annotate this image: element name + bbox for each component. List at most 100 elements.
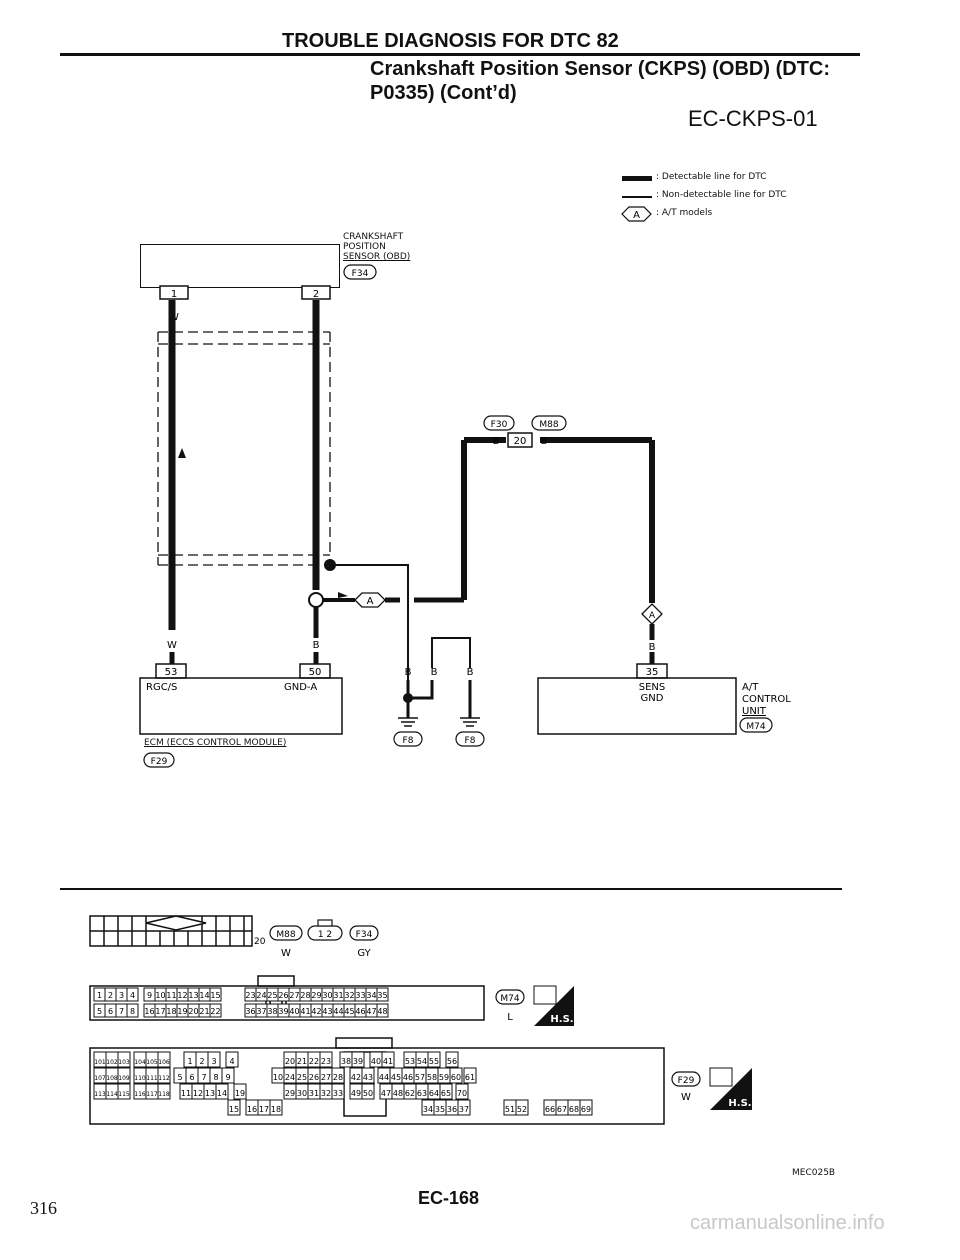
f29-badge: F29 xyxy=(671,1071,701,1087)
f29-pin-label: 16 xyxy=(247,1105,257,1114)
m74-pin-cell xyxy=(126,1003,139,1018)
m74-pin-label: 15 xyxy=(210,991,220,1000)
m74-pin-cell xyxy=(209,987,222,1002)
m74-pin-label: 10 xyxy=(155,991,165,1000)
ground-symbol-2 xyxy=(460,717,480,727)
f29-pin-label: 109 xyxy=(118,1075,130,1082)
f29-pin-cell xyxy=(117,1051,131,1068)
f29-pin-label: 1 xyxy=(187,1057,192,1066)
f29-pin-label: 104 xyxy=(134,1059,146,1066)
ecm-pin-53-text: 53 xyxy=(165,667,178,678)
f29-pin-label: 70 xyxy=(457,1089,467,1098)
at-unit-name-2: CONTROL xyxy=(742,694,791,705)
f29-pin-cell xyxy=(319,1051,333,1068)
f29-pin-label: 2 xyxy=(199,1057,204,1066)
f29-pin-label: 55 xyxy=(429,1057,439,1066)
joint-conn-b-text: M88 xyxy=(539,420,558,430)
f29-pin-cell xyxy=(157,1051,171,1068)
f34-small-connector: 1 2 xyxy=(307,919,343,941)
m74-pin-label: 40 xyxy=(289,1007,299,1016)
f29-pin-label: 60 xyxy=(451,1073,461,1082)
f29-color: W xyxy=(681,1092,691,1103)
f29-pin-label: 47 xyxy=(381,1089,391,1098)
f29-pin-cell xyxy=(449,1067,463,1084)
f29-pin-label: 50 xyxy=(363,1089,373,1098)
ecm-label-gnda: GND-A xyxy=(284,682,317,693)
f29-pin-label: 56 xyxy=(447,1057,457,1066)
f29-pin-label: 59 xyxy=(439,1073,449,1082)
f29-pin-label: 67 xyxy=(557,1105,567,1114)
legend-at-symbol-text: A xyxy=(633,210,640,221)
sensor-pin-2: 2 xyxy=(301,285,331,300)
f29-pin-label: 54 xyxy=(417,1057,427,1066)
m74-pin-label: 5 xyxy=(97,1007,102,1016)
m74-pin-label: 35 xyxy=(377,991,387,1000)
m74-pin-label: 42 xyxy=(311,1007,321,1016)
m88-connector xyxy=(89,915,253,947)
f29-pin-label: 7 xyxy=(201,1073,206,1082)
hs-badge-m74: H.S. xyxy=(533,985,574,1026)
f29-pin-cell xyxy=(207,1051,221,1068)
ecm-name: ECM (ECCS CONTROL MODULE) xyxy=(144,738,287,748)
f29-pin-label: 102 xyxy=(106,1059,118,1066)
m74-pin-label: 36 xyxy=(245,1007,255,1016)
f29-pin-label: 63 xyxy=(417,1089,427,1098)
m74-pin-label: 11 xyxy=(166,991,176,1000)
joint-conn-a: F30 xyxy=(483,415,515,431)
f29-pin-label: 46 xyxy=(403,1073,413,1082)
m74-pin-label: 17 xyxy=(155,1007,165,1016)
sensor-name-1: CRANKSHAFT xyxy=(343,232,404,242)
m74-pin-label: 23 xyxy=(245,991,255,1000)
m74-pin-label: 20 xyxy=(188,1007,198,1016)
f29-pin-label: 21 xyxy=(297,1057,307,1066)
at-unit-name-1: A/T xyxy=(742,682,759,693)
f29-pin-label: 64 xyxy=(429,1089,439,1098)
m74-pin-label: 27 xyxy=(289,991,299,1000)
at-unit-name-3: UNIT xyxy=(742,706,767,717)
sensor-pin-1: 1 xyxy=(159,285,189,300)
legend-at-symbol: A xyxy=(621,206,652,222)
sensor-name-2: POSITION xyxy=(343,242,386,252)
f29-pin-label: 22 xyxy=(309,1057,319,1066)
legend-at-models: : A/T models xyxy=(656,208,713,218)
m74-badge: M74 xyxy=(495,989,525,1005)
wiring-diagram: 1 2 W B A F30 M88 B xyxy=(139,285,791,747)
f29-pin-label: 33 xyxy=(333,1089,343,1098)
f29-pin-label: 108 xyxy=(106,1075,118,1082)
m74-pin-label: 46 xyxy=(355,1007,365,1016)
f29-pin-cell xyxy=(439,1083,453,1100)
f34-small-pins: 1 2 xyxy=(318,930,332,940)
f29-pin-label: 3 xyxy=(211,1057,216,1066)
f29-pin-cell xyxy=(117,1083,131,1100)
f29-pin-label: 114 xyxy=(106,1091,118,1098)
sensor-box xyxy=(140,244,340,288)
f29-pin-cell xyxy=(117,1067,131,1084)
sensor-pin-2-text: 2 xyxy=(313,289,319,300)
f29-pin-label: 28 xyxy=(333,1073,343,1082)
ecm-wire-w: W xyxy=(167,640,177,651)
f29-pin-label: 20 xyxy=(285,1057,295,1066)
shield-junction xyxy=(324,559,336,571)
m88-color: W xyxy=(281,948,291,959)
f29-pin-label: 116 xyxy=(134,1091,146,1098)
splice-open xyxy=(308,592,324,608)
page-code: EC-168 xyxy=(418,1188,480,1208)
m74-pin-label: 1 xyxy=(97,991,102,1000)
f29-pin-label: 24 xyxy=(285,1073,295,1082)
legend-detectable-swatch xyxy=(622,176,652,181)
m74-pin-label: 2 xyxy=(108,991,113,1000)
f29-pin-cell xyxy=(463,1067,477,1084)
at-unit-box xyxy=(537,677,737,735)
m74-pin-label: 44 xyxy=(333,1007,343,1016)
m74-pin-label: 19 xyxy=(177,1007,187,1016)
m74-pin-label: 30 xyxy=(322,991,332,1000)
m74-pin-label: 33 xyxy=(355,991,365,1000)
f29-pin-label: 39 xyxy=(353,1057,363,1066)
f29-pin-label: 23 xyxy=(321,1057,331,1066)
section-subtitle-2: P0335) (Cont’d) xyxy=(370,82,517,104)
f29-pin-label: 27 xyxy=(321,1073,331,1082)
f29-pin-cell xyxy=(457,1099,471,1116)
m74-pin-cell xyxy=(376,987,389,1002)
